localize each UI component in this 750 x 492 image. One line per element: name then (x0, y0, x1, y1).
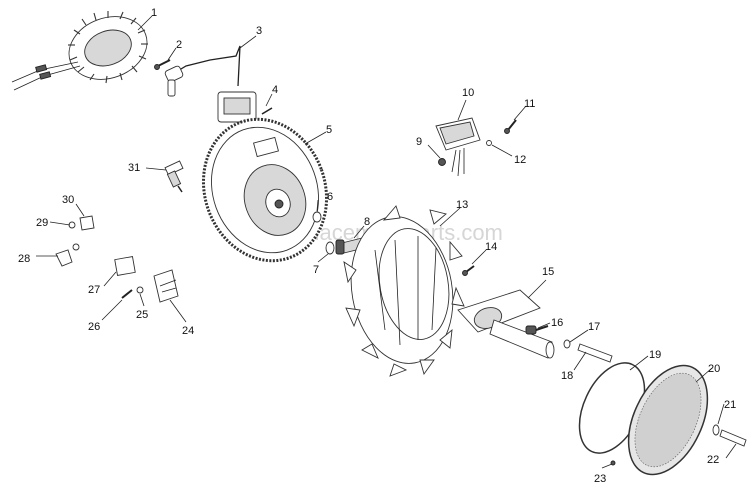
callout-4: 4 (272, 84, 278, 96)
callout-15: 15 (542, 266, 554, 278)
callout-3: 3 (256, 25, 262, 37)
callout-labels: 1 2 3 4 5 6 7 8 9 10 11 12 13 14 15 16 1… (18, 7, 736, 485)
terminal-part-30 (79, 215, 95, 231)
screw-part-14 (462, 265, 475, 276)
callout-20: 20 (708, 363, 720, 375)
callout-26: 26 (88, 321, 100, 333)
connector-part-27 (114, 256, 136, 276)
callout-18: 18 (561, 370, 573, 382)
callout-13: 13 (456, 199, 468, 211)
callout-25: 25 (136, 309, 148, 321)
pin-part-18 (577, 343, 613, 363)
callout-16: 16 (551, 317, 563, 329)
cooling-fan-part (343, 205, 465, 377)
callout-14: 14 (485, 241, 497, 253)
washer-part-12 (486, 140, 492, 146)
washer-part-6 (312, 211, 322, 223)
callout-2: 2 (176, 39, 182, 51)
clamp-part-28 (55, 243, 80, 267)
callout-11: 11 (524, 98, 535, 110)
screw-part-9 (438, 158, 446, 166)
stator-part (11, 11, 148, 91)
callout-29: 29 (36, 217, 48, 229)
screw-part-11 (504, 119, 517, 134)
callout-24: 24 (182, 325, 194, 337)
callout-6: 6 (327, 191, 333, 203)
callout-19: 19 (649, 349, 661, 361)
callout-17: 17 (588, 321, 600, 333)
drive-hub-part (457, 289, 555, 359)
callout-21: 21 (724, 399, 736, 411)
callout-28: 28 (18, 253, 30, 265)
leader-lines (36, 15, 737, 469)
flywheel-part (201, 117, 329, 263)
callout-9: 9 (416, 136, 422, 148)
washer-part-25 (136, 286, 144, 294)
ignition-module-part (217, 91, 273, 123)
rectifier-part (435, 117, 481, 177)
callout-31: 31 (128, 162, 140, 174)
spark-plug-lead-part (164, 45, 241, 97)
screw-part-26 (121, 289, 133, 299)
callout-10: 10 (462, 87, 474, 99)
washer-part-17 (563, 339, 571, 349)
grass-screen-part (627, 364, 709, 476)
callout-7: 7 (313, 264, 319, 276)
callout-22: 22 (707, 454, 719, 466)
callout-1: 1 (151, 7, 157, 19)
callout-5: 5 (326, 124, 332, 136)
callout-30: 30 (62, 194, 74, 206)
callout-12: 12 (514, 154, 526, 166)
callout-23: 23 (594, 473, 606, 485)
spark-plug-part (164, 160, 184, 193)
screw-part-2 (154, 59, 171, 70)
callout-27: 27 (88, 284, 100, 296)
connector-part-24 (153, 269, 179, 303)
bolt-part-22 (712, 424, 747, 447)
callout-8: 8 (364, 216, 370, 228)
bolt-part-16 (525, 325, 549, 335)
